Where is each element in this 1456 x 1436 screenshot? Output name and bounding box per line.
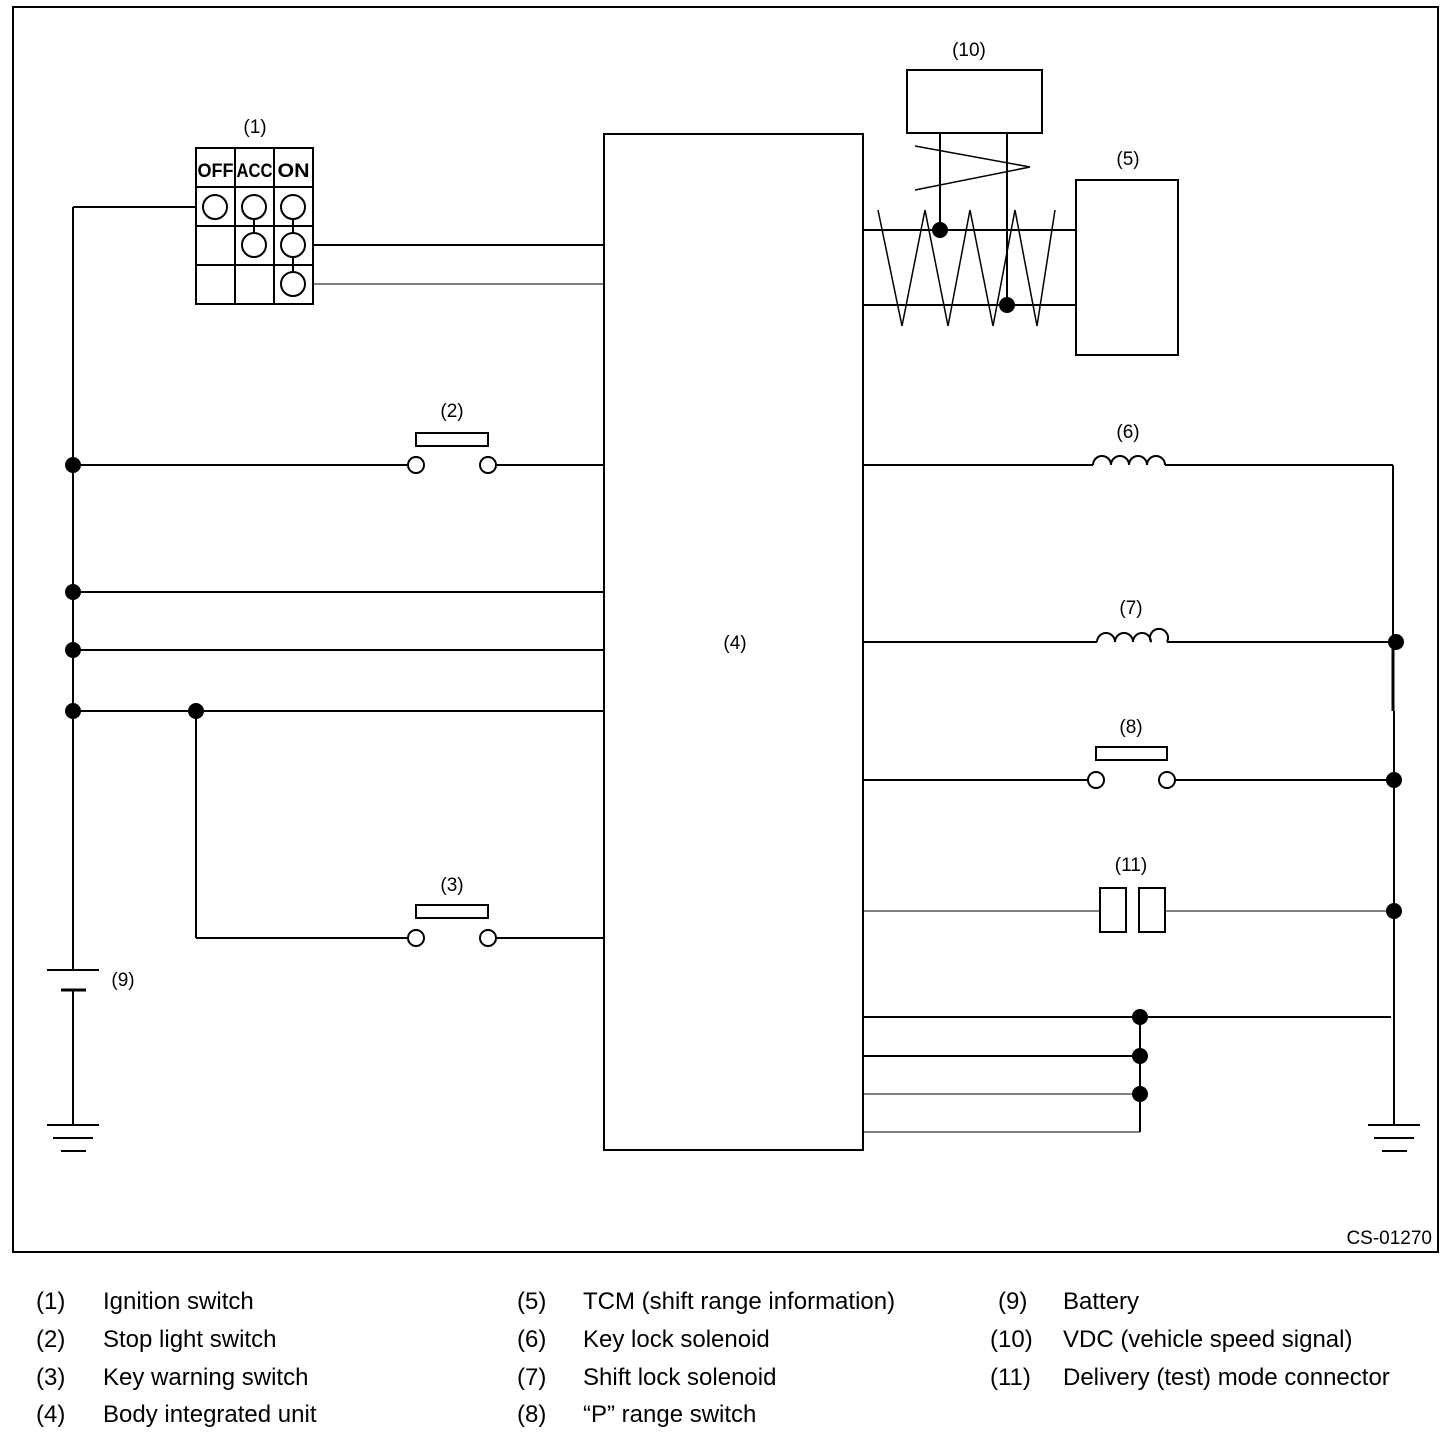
right-ground-symbol (1368, 1124, 1420, 1152)
legend-label: Delivery (test) mode connector (1063, 1364, 1390, 1391)
junction-dots (65, 222, 1404, 1102)
key-warning-switch (407, 904, 497, 947)
shift-lock-solenoid-coil (1096, 627, 1169, 643)
legend-label: Body integrated unit (103, 1401, 317, 1428)
callout-delivery-mode-connector: (11) (1115, 855, 1147, 876)
legend-num: (7) (517, 1364, 547, 1391)
legend-num: (3) (36, 1364, 66, 1391)
callout-vdc: (10) (952, 40, 986, 61)
legend-label: VDC (vehicle speed signal) (1063, 1326, 1353, 1353)
callout-stop-light-switch: (2) (440, 401, 463, 422)
legend-label: Stop light switch (103, 1326, 277, 1353)
delivery-mode-connector (1099, 887, 1166, 933)
battery-symbol (47, 969, 99, 992)
tcm-unit (1075, 179, 1179, 356)
figure-code: CS-01270 (1346, 1228, 1432, 1249)
legend-num: (1) (36, 1288, 66, 1315)
callout-key-warning-switch: (3) (440, 875, 463, 896)
callout-ignition-switch: (1) (243, 117, 266, 138)
legend-num: (8) (517, 1401, 547, 1428)
stop-light-switch (407, 432, 497, 474)
left-ground-symbol (47, 1124, 99, 1152)
vdc-unit (906, 69, 1043, 134)
legend-num: (5) (517, 1288, 547, 1315)
legend-label: Shift lock solenoid (583, 1364, 777, 1391)
callout-body-integrated-unit: (4) (723, 633, 746, 654)
legend-label: Ignition switch (103, 1288, 254, 1315)
callout-battery: (9) (111, 970, 134, 991)
legend-label: Battery (1063, 1288, 1140, 1315)
legend-label: TCM (shift range information) (583, 1288, 896, 1315)
callout-key-lock-solenoid: (6) (1116, 422, 1139, 443)
legend-num: (9) (998, 1288, 1028, 1315)
callout-tcm: (5) (1116, 149, 1139, 170)
key-lock-solenoid-coil (1092, 455, 1166, 466)
legend-num: (2) (36, 1326, 66, 1353)
twisted-pair-tcm (877, 209, 1056, 327)
diagram-frame (12, 6, 1439, 1253)
ignition-switch (195, 147, 314, 305)
legend-num: (4) (36, 1401, 66, 1428)
switch-pos-off: OFF (198, 161, 234, 182)
callout-p-range-switch: (8) (1119, 717, 1142, 738)
twisted-pair-vdc (914, 145, 1031, 191)
legend-label: Key lock solenoid (583, 1326, 770, 1353)
legend-num: (6) (517, 1326, 547, 1353)
legend-label: Key warning switch (103, 1364, 309, 1391)
switch-pos-on: ON (278, 161, 310, 182)
switch-pos-acc: ACC (237, 161, 273, 182)
legend-num: (10) (990, 1326, 1033, 1353)
legend-num: (11) (990, 1364, 1031, 1391)
legend-label: “P” range switch (583, 1401, 757, 1428)
p-range-switch (1087, 746, 1176, 789)
callout-shift-lock-solenoid: (7) (1119, 598, 1142, 619)
